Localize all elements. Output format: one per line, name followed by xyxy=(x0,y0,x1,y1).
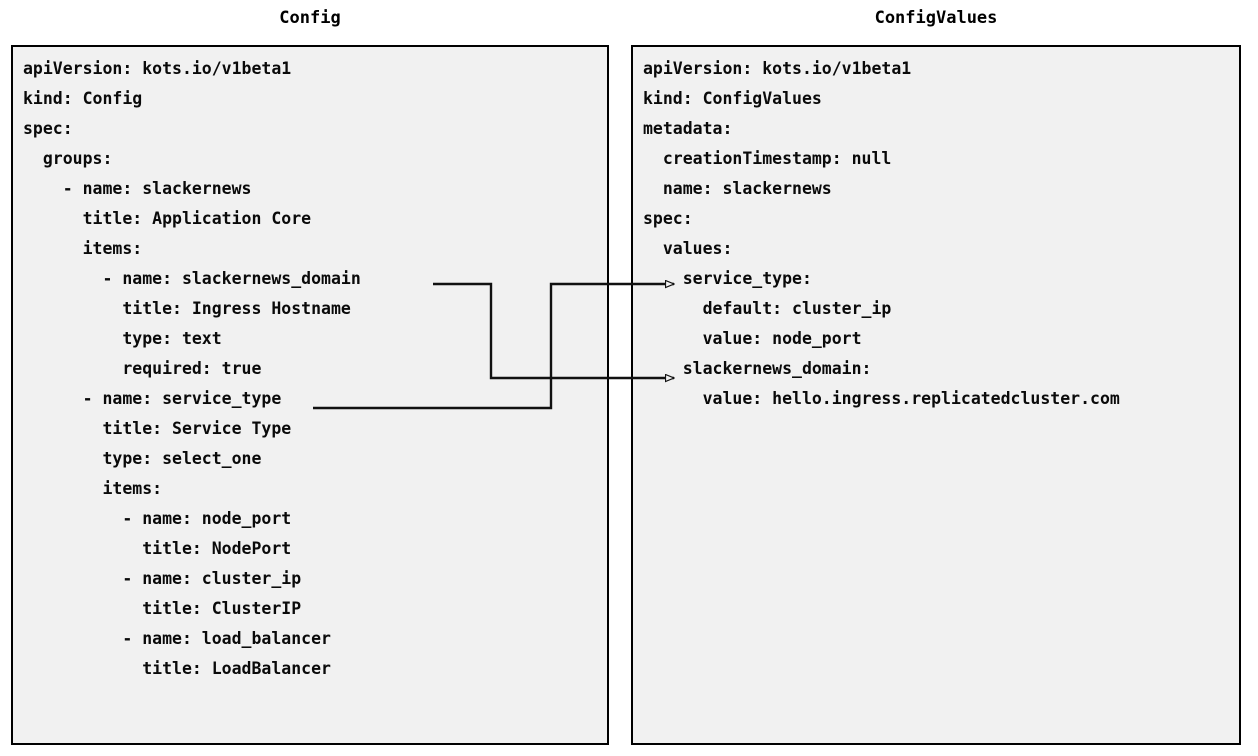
configvalues-panel-title: ConfigValues xyxy=(874,8,998,28)
yaml-line: default: cluster_ip xyxy=(643,299,892,318)
yaml-line: kind: ConfigValues xyxy=(643,89,822,108)
yaml-line: service_type: xyxy=(643,269,812,288)
yaml-line: - name: slackernews_domain xyxy=(23,269,361,288)
yaml-line: type: text xyxy=(23,329,222,348)
config-yaml-lines: apiVersion: kots.io/v1beta1 kind: Config… xyxy=(23,54,603,684)
yaml-line: groups: xyxy=(23,149,113,168)
yaml-line: title: Ingress Hostname xyxy=(23,299,351,318)
yaml-line: value: hello.ingress.replicatedcluster.c… xyxy=(643,389,1120,408)
yaml-line: values: xyxy=(643,239,733,258)
yaml-line: title: LoadBalancer xyxy=(23,659,331,678)
yaml-line: kind: Config xyxy=(23,89,143,108)
yaml-line: title: Application Core xyxy=(23,209,312,228)
configvalues-yaml-lines: apiVersion: kots.io/v1beta1 kind: Config… xyxy=(643,54,1235,414)
yaml-line: - name: service_type xyxy=(23,389,282,408)
yaml-line: items: xyxy=(23,479,163,498)
yaml-line: spec: xyxy=(23,119,73,138)
yaml-line: slackernews_domain: xyxy=(643,359,872,378)
configvalues-yaml-box: apiVersion: kots.io/v1beta1 kind: Config… xyxy=(631,45,1241,745)
yaml-line: name: slackernews xyxy=(643,179,832,198)
yaml-line: metadata: xyxy=(643,119,733,138)
config-yaml-box: apiVersion: kots.io/v1beta1 kind: Config… xyxy=(11,45,609,745)
yaml-line: - name: load_balancer xyxy=(23,629,331,648)
yaml-line: - name: cluster_ip xyxy=(23,569,302,588)
yaml-line: - name: node_port xyxy=(23,509,292,528)
yaml-line: items: xyxy=(23,239,143,258)
yaml-line: - name: slackernews xyxy=(23,179,252,198)
yaml-line: apiVersion: kots.io/v1beta1 xyxy=(643,59,912,78)
yaml-line: title: ClusterIP xyxy=(23,599,302,618)
yaml-line: title: Service Type xyxy=(23,419,292,438)
yaml-line: title: NodePort xyxy=(23,539,292,558)
config-panel-title: Config xyxy=(279,8,341,28)
yaml-line: apiVersion: kots.io/v1beta1 xyxy=(23,59,292,78)
yaml-line: required: true xyxy=(23,359,262,378)
yaml-line: spec: xyxy=(643,209,693,228)
yaml-line: value: node_port xyxy=(643,329,862,348)
yaml-line: creationTimestamp: null xyxy=(643,149,892,168)
yaml-line: type: select_one xyxy=(23,449,262,468)
